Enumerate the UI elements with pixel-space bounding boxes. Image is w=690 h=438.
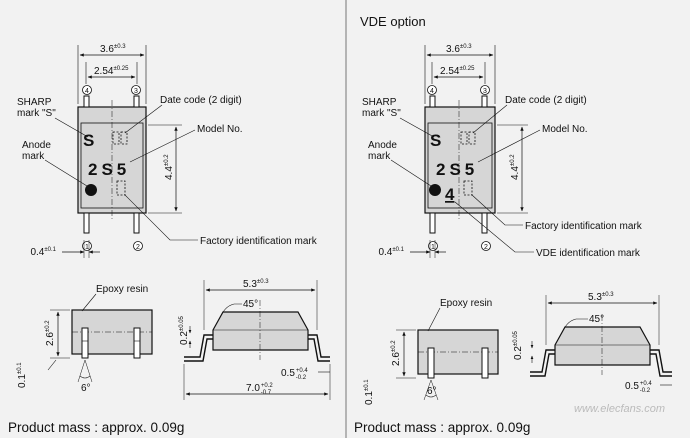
left-pin-4: 4 xyxy=(85,88,89,95)
right-pin-3: 3 xyxy=(483,88,487,95)
left-pin-2: 2 xyxy=(136,244,140,251)
right-label-model-no: Model No. xyxy=(542,124,588,135)
right-side-view: Epoxy resin 2.6±0.2 0.1±0.1 6° xyxy=(364,298,499,405)
right-vde-digit: 4 xyxy=(445,185,455,204)
right-pin-2: 2 xyxy=(484,244,488,251)
left-label-sharp-mark-1: SHARP xyxy=(17,97,52,108)
right-label-sharp-mark-1: SHARP xyxy=(362,97,397,108)
left-side-height: 2.6±0.2 xyxy=(45,320,56,346)
watermark-text: www.elecfans.com xyxy=(574,403,665,415)
right-dim-lead: 0.4±0.1 xyxy=(378,247,404,258)
left-dim-height: 4.4±0.2 xyxy=(164,154,175,180)
left-pin-1: 1 xyxy=(85,244,89,251)
right-panel: VDE option 4 3 1 2 S 2S5 4 xyxy=(354,14,672,435)
left-anode-dot xyxy=(85,184,97,196)
left-dim-pitch: 2.54±0.25 xyxy=(94,66,129,77)
right-label-sharp-mark-2: mark "S" xyxy=(362,108,401,119)
left-end-total: 7.0+0.2-0.7 xyxy=(246,383,273,396)
right-label-anode-2: mark xyxy=(368,151,391,162)
left-pin-3: 3 xyxy=(134,88,138,95)
right-model-text: 2S5 xyxy=(436,160,478,179)
right-pin-1: 1 xyxy=(431,244,435,251)
right-label-vde-id: VDE identification mark xyxy=(536,248,641,259)
left-label-anode-2: mark xyxy=(22,151,45,162)
right-top-view: 4 3 1 2 S 2S5 4 3.6±0.3 2.54±0.25 xyxy=(362,44,643,259)
left-label-date-code: Date code (2 digit) xyxy=(160,95,242,106)
right-label-anode-1: Anode xyxy=(368,140,397,151)
right-dim-width: 3.6±0.3 xyxy=(446,44,472,55)
right-end-view: 5.3±0.3 45° 0.2±0.05 0.5+0.4-0.2 xyxy=(513,292,672,394)
right-label-epoxy: Epoxy resin xyxy=(440,298,492,309)
left-label-factory-id: Factory identification mark xyxy=(200,236,318,247)
right-label-date-code: Date code (2 digit) xyxy=(505,95,587,106)
left-side-standoff: 0.1±0.1 xyxy=(17,362,28,388)
left-product-mass: Product mass : approx. 0.09g xyxy=(8,420,184,435)
right-anode-dot xyxy=(429,184,441,196)
right-end-width: 5.3±0.3 xyxy=(588,292,614,303)
left-model-text: 2S5 xyxy=(88,160,130,179)
right-header: VDE option xyxy=(360,14,426,29)
left-side-angle: 6° xyxy=(81,383,91,394)
left-dim-width: 3.6±0.3 xyxy=(100,44,126,55)
right-side-angle: 6° xyxy=(427,386,437,397)
left-label-model-no: Model No. xyxy=(197,124,243,135)
left-end-lead-thk: 0.2±0.05 xyxy=(179,315,190,345)
right-side-height: 2.6±0.2 xyxy=(391,340,402,366)
right-product-mass: Product mass : approx. 0.09g xyxy=(354,420,530,435)
left-end-angle: 45° xyxy=(243,299,258,310)
right-end-lead-thk: 0.2±0.05 xyxy=(513,330,524,360)
right-dim-pitch: 2.54±0.25 xyxy=(440,66,475,77)
right-pin-4: 4 xyxy=(430,88,434,95)
right-dim-height: 4.4±0.2 xyxy=(510,154,521,180)
left-end-width: 5.3±0.3 xyxy=(243,279,269,290)
left-top-view: 4 3 1 2 S 2S5 3.6±0.3 xyxy=(17,44,318,258)
left-side-view: Epoxy resin 2.6±0.2 0.1±0.1 6° xyxy=(17,284,153,394)
left-end-view: 5.3±0.3 45° 0.2±0.05 0.5+0.4-0.2 7.0+0.2… xyxy=(179,279,331,400)
left-sharp-s-mark: S xyxy=(83,131,94,150)
left-dim-lead: 0.4±0.1 xyxy=(30,247,56,258)
left-label-sharp-mark-2: mark "S" xyxy=(17,108,56,119)
right-label-factory-id: Factory identification mark xyxy=(525,221,643,232)
right-sharp-s-mark: S xyxy=(430,131,441,150)
right-end-angle: 45° xyxy=(589,314,604,325)
left-label-epoxy: Epoxy resin xyxy=(96,284,148,295)
left-end-foot: 0.5+0.4-0.2 xyxy=(281,368,308,381)
left-panel: 4 3 1 2 S 2S5 3.6±0.3 xyxy=(8,44,331,435)
right-side-standoff: 0.1±0.1 xyxy=(364,379,375,405)
right-end-foot: 0.5+0.4-0.2 xyxy=(625,381,652,394)
left-label-anode-1: Anode xyxy=(22,140,51,151)
